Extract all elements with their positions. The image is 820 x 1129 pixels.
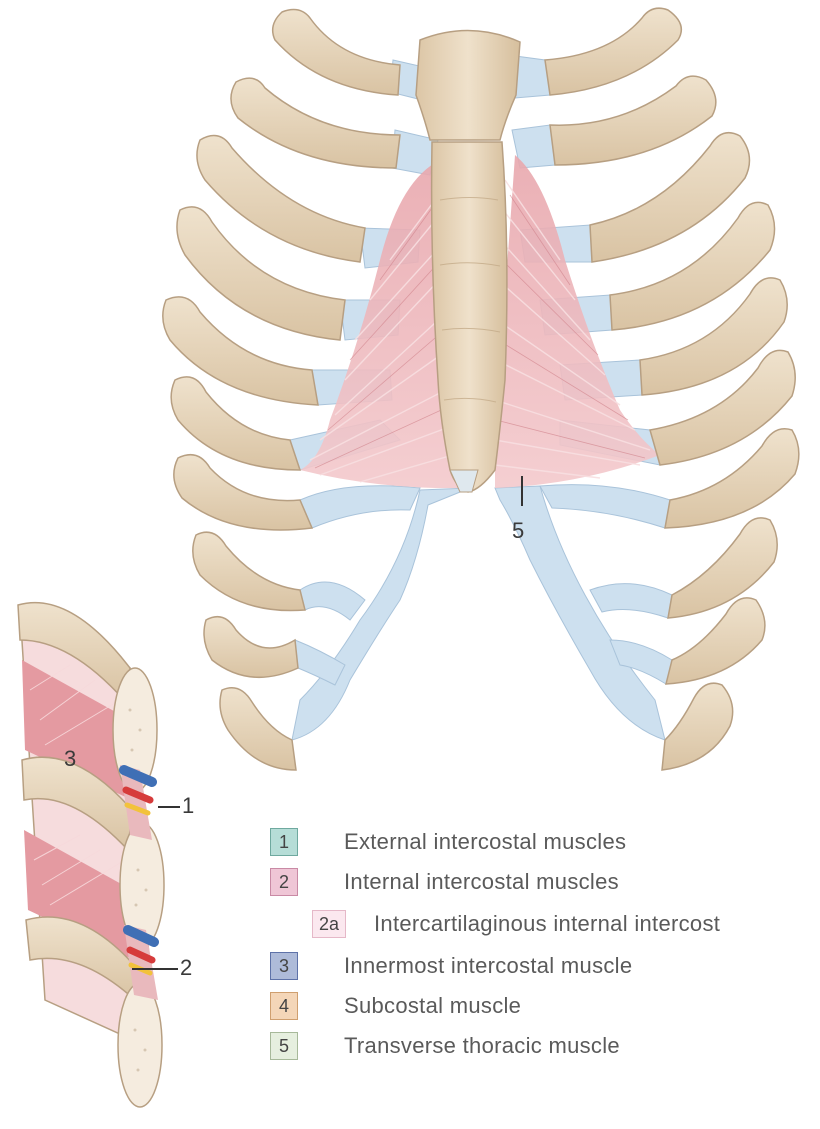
legend-swatch-5: 5 bbox=[270, 1032, 298, 1060]
legend-label-5: Transverse thoracic muscle bbox=[344, 1033, 620, 1059]
legend-swatch-2: 2 bbox=[270, 868, 298, 896]
legend-item-4: 4 Subcostal muscle bbox=[270, 990, 521, 1022]
leader-line-5 bbox=[521, 476, 523, 506]
legend-label-4: Subcostal muscle bbox=[344, 993, 521, 1019]
legend-swatch-4: 4 bbox=[270, 992, 298, 1020]
legend-swatch-3: 3 bbox=[270, 952, 298, 980]
legend-label-2: Internal intercostal muscles bbox=[344, 869, 619, 895]
neurovascular-bundle-upper bbox=[124, 770, 152, 813]
inset-label-3: 3 bbox=[64, 748, 76, 770]
legend-item-2a: 2a Intercartilaginous internal intercost bbox=[312, 908, 720, 940]
legend-item-5: 5 Transverse thoracic muscle bbox=[270, 1030, 620, 1062]
legend-swatch-2a: 2a bbox=[312, 910, 346, 938]
legend-label-2a: Intercartilaginous internal intercost bbox=[374, 911, 720, 937]
leader-line-2 bbox=[132, 968, 178, 970]
inset-label-2: 2 bbox=[180, 957, 192, 979]
legend-swatch-1: 1 bbox=[270, 828, 298, 856]
legend-item-3: 3 Innermost intercostal muscle bbox=[270, 950, 632, 982]
inset-label-1: 1 bbox=[182, 795, 194, 817]
legend-label-1: External intercostal muscles bbox=[344, 829, 626, 855]
intercostal-section-inset bbox=[18, 603, 164, 1107]
main-label-5: 5 bbox=[512, 520, 524, 542]
leader-line-1 bbox=[158, 806, 180, 808]
legend-item-2: 2 Internal intercostal muscles bbox=[270, 866, 619, 898]
legend-label-3: Innermost intercostal muscle bbox=[344, 953, 632, 979]
legend-item-1: 1 External intercostal muscles bbox=[270, 826, 626, 858]
